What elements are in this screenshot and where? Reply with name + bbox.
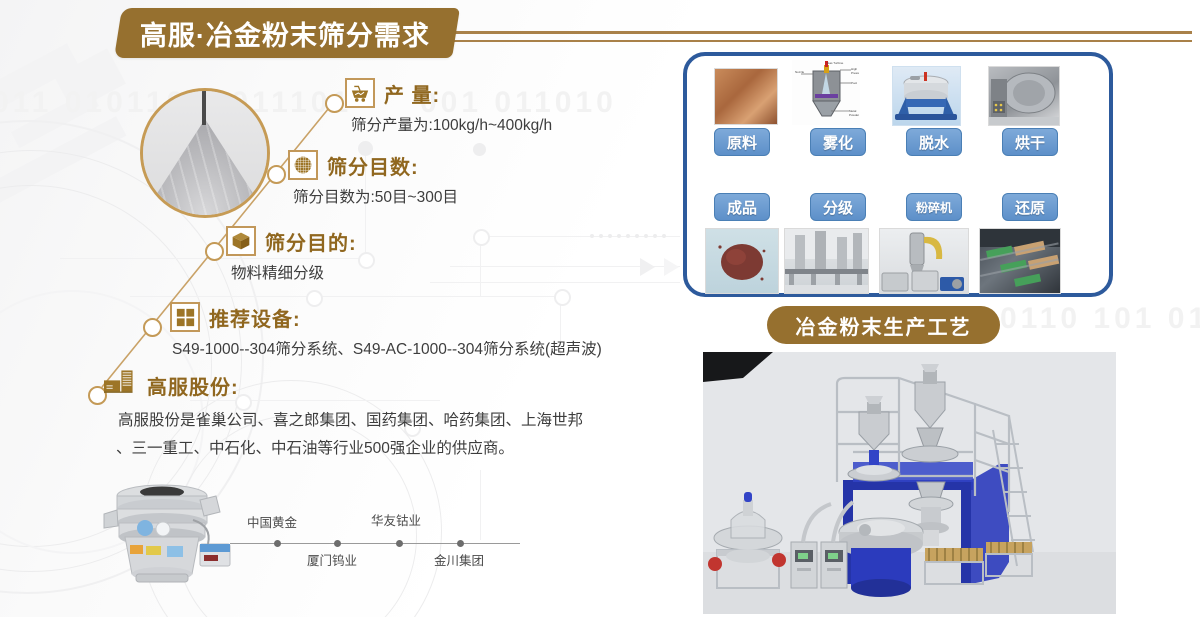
spec-title: 筛分目数: [327,156,419,179]
conveyor-line-photo [979,228,1061,294]
rotary-dryer-photo [988,66,1060,126]
brand-timeline-dot [457,540,464,547]
metal-powder-photo [140,88,270,218]
flow-box-classification[interactable]: 分级 [810,193,866,221]
factory-building-icon [104,370,140,400]
metallurgy-process-diagram: Gas Turbine Nozzle High Pressure Pool Me… [683,52,1113,297]
spec-desc: 筛分产量为:100kg/h~400kg/h [351,117,553,134]
sieve-machine-photo [100,470,250,600]
mining-cart-icon [345,78,375,108]
connector-node-1 [325,94,344,113]
screening-system-3d-render [703,352,1116,614]
binary-text-4: 0110 101 010 [1000,302,1200,335]
classifier-plant-photo [784,228,869,294]
spec-item-mesh: 筛分目数: 筛分目数为:50目~300目 [288,150,458,207]
connector-node-5 [88,386,107,405]
mesh-screen-icon [288,150,318,180]
spec-title: 筛分目的: [265,232,357,255]
spec-desc-line2: 、三一重工、中石化、中石油等行业500强企业的供应商。 [116,440,514,457]
spec-item-purpose: 筛分目的: 物料精细分级 [226,226,357,283]
flow-box-reduction[interactable]: 还原 [1002,193,1058,221]
flow-box-drying[interactable]: 烘干 [1002,128,1058,156]
process-caption-pill: 冶金粉末生产工艺 [767,306,1000,344]
brand-timeline-dot [274,540,281,547]
spec-desc: S49-1000--304筛分系统、S49-AC-1000--304筛分系统(超… [172,341,602,358]
spec-desc: 物料精细分级 [231,265,325,282]
spec-desc: 高服股份是雀巢公司、喜之郎集团、国药集团、哈药集团、上海世邦 [118,412,584,429]
red-copper-powder-photo [705,228,779,294]
svg-text:Nozzle: Nozzle [795,70,805,74]
connector-node-3 [205,242,224,261]
grid-four-squares-icon [170,302,200,332]
title-rule-bottom [440,40,1192,42]
svg-text:Pool: Pool [851,81,857,85]
brand-timeline-dot [334,540,341,547]
flow-box-pulverizer[interactable]: 粉碎机 [906,193,962,221]
flow-box-finished[interactable]: 成品 [714,193,770,221]
box-icon [226,226,256,256]
brand-label-above-1: 中国黄金 [247,516,298,530]
svg-text:Metal: Metal [849,109,857,113]
brand-timeline-dot [396,540,403,547]
svg-text:Pressure: Pressure [851,71,859,75]
spec-item-equipment: 推荐设备: S49-1000--304筛分系统、S49-AC-1000--304… [170,302,602,359]
flow-box-raw-material[interactable]: 原料 [714,128,770,156]
spec-title: 推荐设备: [209,308,301,331]
svg-text:Powder: Powder [849,113,859,117]
svg-text:Gas Turbine: Gas Turbine [827,61,844,65]
title-rule-top [440,31,1192,34]
brand-label-below-1: 厦门钨业 [307,554,358,568]
spec-item-company: 高服股份: 高服股份是雀巢公司、喜之郎集团、国药集团、哈药集团、上海世邦 、三一… [104,370,583,458]
page-title-banner: 高服·冶金粉末筛分需求 [114,8,460,58]
connector-node-4 [143,318,162,337]
dewatering-centrifuge-photo [892,66,961,126]
flow-box-atomization[interactable]: 雾化 [810,128,866,156]
spec-item-output: 产 量: 筛分产量为:100kg/h~400kg/h [345,78,552,135]
svg-text:High: High [851,67,858,71]
page-title: 高服·冶金粉末筛分需求 [140,20,430,51]
spec-title: 高服股份: [147,376,239,399]
atomization-diagram: Gas Turbine Nozzle High Pressure Pool Me… [792,60,863,125]
brand-timeline-axis [230,543,520,544]
brand-label-below-2: 金川集团 [434,554,485,568]
pulverizer-machine-photo [879,228,969,294]
flow-box-dewater[interactable]: 脱水 [906,128,962,156]
copper-rods-photo [714,68,778,125]
spec-desc: 筛分目数为:50目~300目 [293,189,458,206]
brand-label-above-2: 华友钴业 [371,514,422,528]
connector-node-2 [267,165,286,184]
spec-title: 产 量: [384,84,441,107]
process-caption-text: 冶金粉末生产工艺 [795,316,972,339]
